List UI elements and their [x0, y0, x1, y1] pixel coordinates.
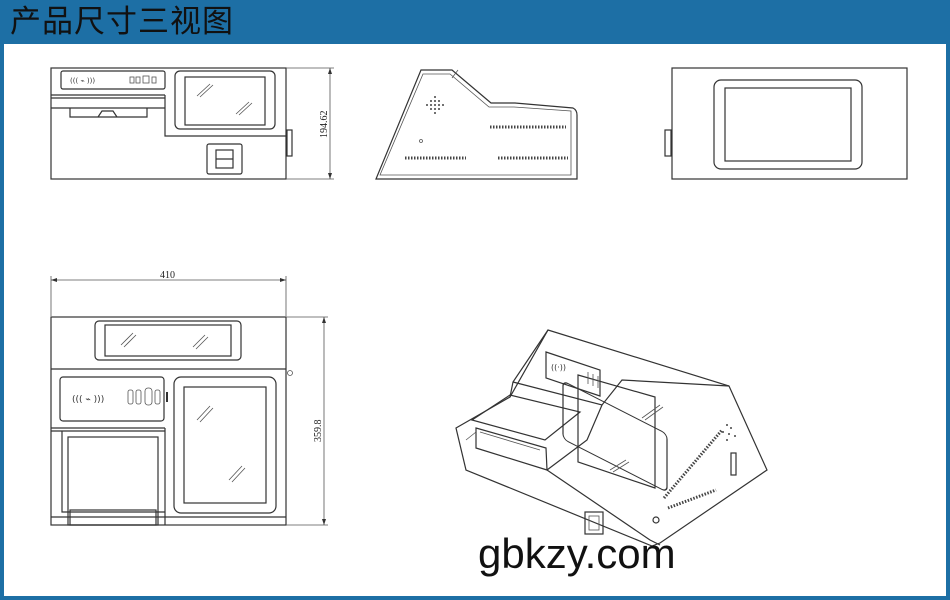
watermark-text: gbkzy.com — [478, 530, 676, 577]
svg-text:((( ⌁ ))): ((( ⌁ ))) — [70, 77, 95, 85]
rear-view — [664, 67, 908, 180]
page-title: 产品尺寸三视图 — [10, 4, 234, 40]
width-dimension: 410 — [160, 270, 175, 281]
side-view — [375, 69, 578, 180]
top-view: 410 ((( ⌁ ))) 359.8 — [50, 270, 328, 526]
svg-text:((·)): ((·)) — [551, 363, 566, 372]
isometric-view: ((·)) — [455, 329, 768, 547]
depth-dimension: 359.8 — [313, 420, 324, 443]
svg-text:((( ⌁ ))): ((( ⌁ ))) — [72, 395, 104, 405]
header-bar: 产品尺寸三视图 — [0, 0, 950, 44]
height-dimension: 194.62 — [319, 111, 330, 139]
front-view: ((( ⌁ ))) 194.62 — [50, 67, 334, 180]
